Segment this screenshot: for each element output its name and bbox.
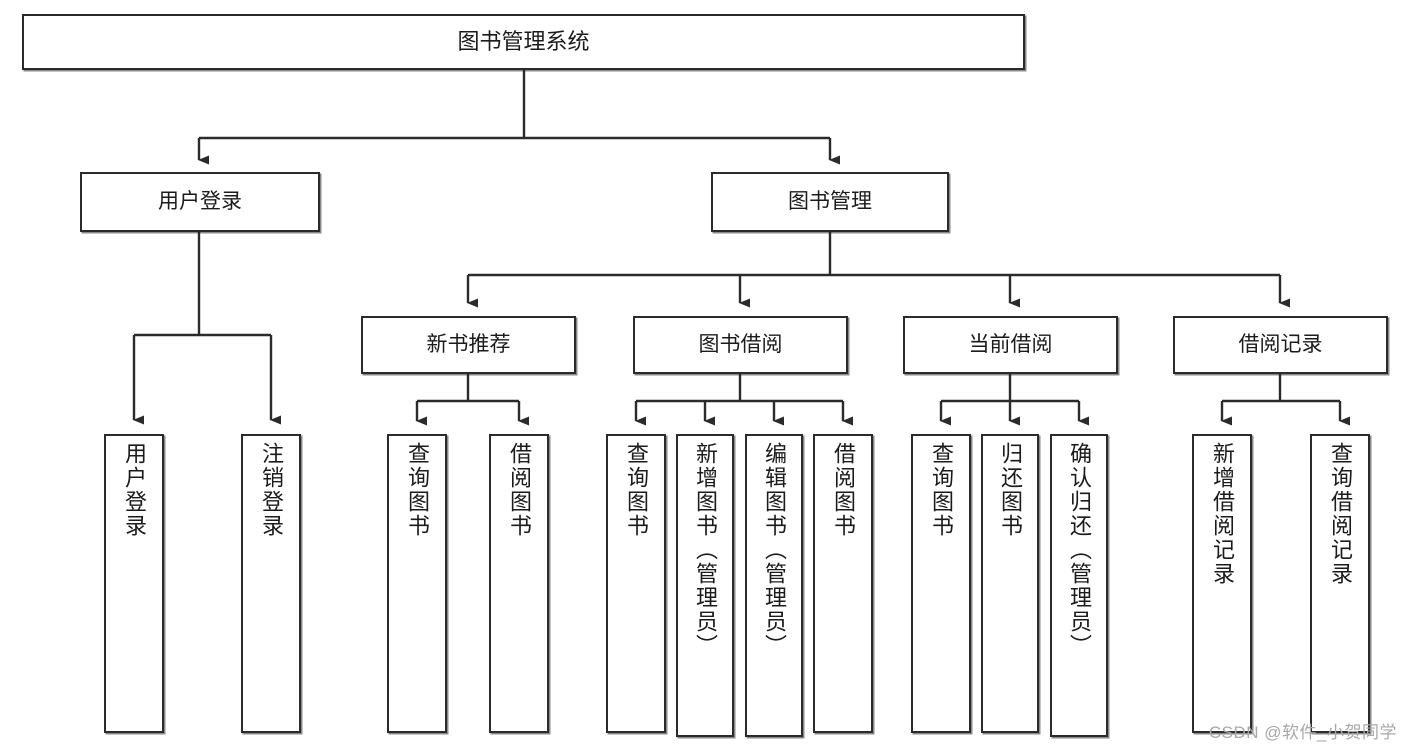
leaf-return-book[interactable]: 归还图书 (981, 434, 1039, 733)
leaf-query-book-recommend[interactable]: 查询图书 (387, 434, 447, 733)
node-current-borrow[interactable]: 当前借阅 (903, 316, 1118, 374)
node-label: 借阅图书 (831, 442, 856, 538)
node-label: 借阅图书 (507, 442, 532, 538)
node-label: 归还图书 (998, 442, 1023, 538)
leaf-query-book-borrow[interactable]: 查询图书 (606, 434, 666, 733)
leaf-borrow-book-recommend[interactable]: 借阅图书 (489, 434, 549, 733)
node-user-login[interactable]: 用户登录 (80, 172, 320, 232)
node-label: 查询借阅记录 (1328, 442, 1353, 586)
node-label: 当前借阅 (968, 333, 1053, 357)
node-label: 确认归还（管理员） (1067, 442, 1092, 658)
leaf-confirm-return-admin[interactable]: 确认归还（管理员） (1050, 434, 1108, 737)
node-label: 编辑图书（管理员） (762, 442, 787, 658)
node-new-book-recommend[interactable]: 新书推荐 (361, 316, 576, 374)
node-label: 图书管理系统 (457, 28, 590, 54)
node-label: 图书管理 (788, 190, 872, 214)
node-label: 查询图书 (929, 442, 954, 538)
watermark-text: CSDN @软件_小贺同学 (1208, 723, 1397, 742)
node-label: 新增图书（管理员） (693, 442, 718, 658)
leaf-add-borrow-record[interactable]: 新增借阅记录 (1192, 434, 1252, 733)
node-borrow-record[interactable]: 借阅记录 (1173, 316, 1388, 374)
leaf-query-borrow-record[interactable]: 查询借阅记录 (1310, 434, 1370, 733)
node-label: 借阅记录 (1238, 333, 1323, 357)
node-root-book-management-system[interactable]: 图书管理系统 (22, 14, 1025, 70)
leaf-logout[interactable]: 注销登录 (241, 434, 301, 733)
node-label: 新书推荐 (426, 333, 511, 357)
leaf-borrow-book[interactable]: 借阅图书 (813, 434, 873, 733)
leaf-user-login[interactable]: 用户登录 (104, 434, 164, 733)
node-book-management[interactable]: 图书管理 (711, 172, 949, 232)
leaf-edit-book-admin[interactable]: 编辑图书（管理员） (745, 434, 803, 737)
leaf-query-book-current[interactable]: 查询图书 (911, 434, 971, 733)
node-label: 图书借阅 (698, 333, 783, 357)
node-label: 注销登录 (259, 442, 284, 538)
leaf-add-book-admin[interactable]: 新增图书（管理员） (676, 434, 734, 737)
node-book-borrow[interactable]: 图书借阅 (633, 316, 848, 374)
node-label: 查询图书 (624, 442, 649, 538)
node-label: 用户登录 (122, 442, 147, 538)
node-label: 查询图书 (405, 442, 430, 538)
node-label: 用户登录 (158, 190, 242, 214)
node-label: 新增借阅记录 (1210, 442, 1235, 586)
